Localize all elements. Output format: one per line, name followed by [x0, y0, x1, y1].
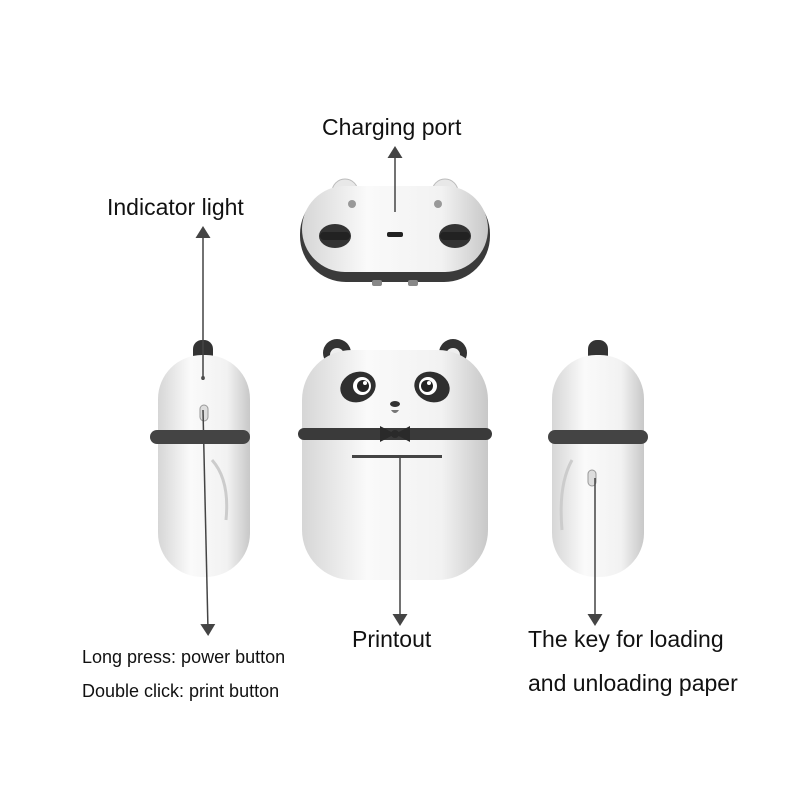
paper-slot [352, 455, 442, 458]
printout-label: Printout [352, 626, 432, 652]
printer-front-view [298, 339, 492, 580]
printer-top-view [300, 178, 490, 286]
print-button-label: Double click: print button [82, 681, 280, 701]
charging-port [387, 232, 403, 237]
paper-key-label-line1: The key for loading [528, 626, 724, 652]
power-button-label: Long press: power button [82, 647, 286, 667]
paper-key [587, 469, 597, 487]
paper-key-label-line2: and unloading paper [528, 670, 738, 696]
charging-port-label: Charging port [322, 114, 462, 140]
power-button [199, 404, 209, 422]
power-button-arrow [200, 409, 216, 636]
indicator-light-label: Indicator light [107, 194, 244, 220]
printer-right-side-view [548, 340, 648, 577]
printer-left-side-view [150, 340, 250, 577]
